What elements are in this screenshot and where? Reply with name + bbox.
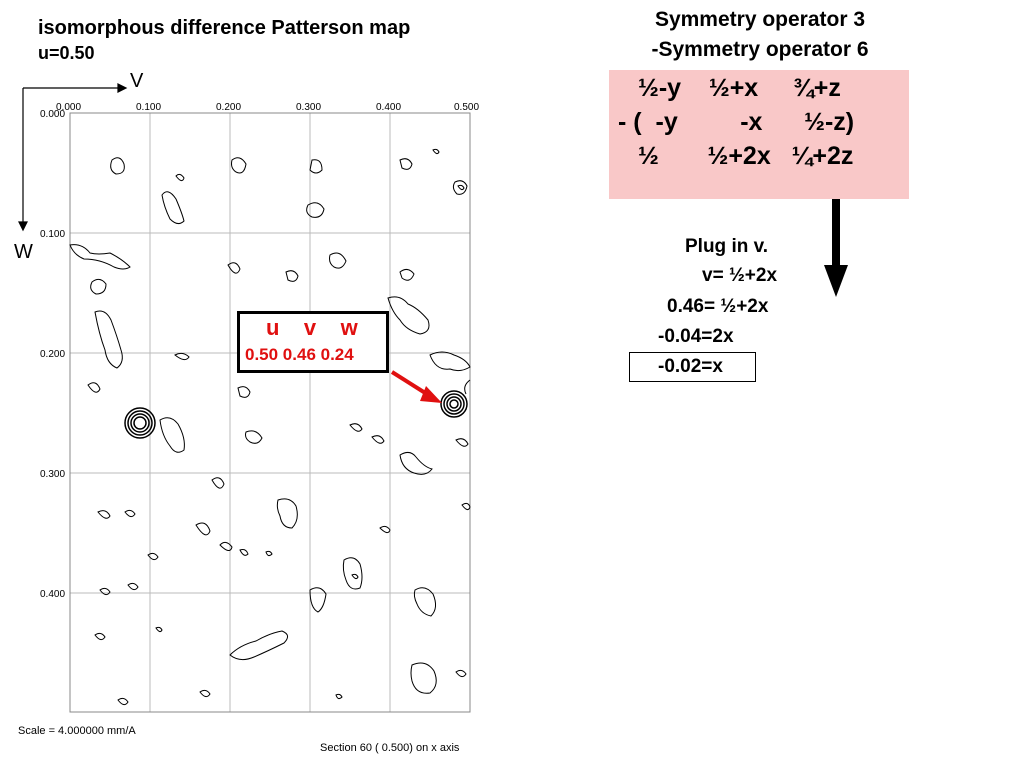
axis-v-label: V: [130, 70, 144, 92]
peak-coordinates-box: [237, 311, 389, 373]
section-label: u=0.50: [38, 43, 95, 63]
solution-line-3: -0.04=2x: [658, 326, 734, 347]
peak-coordinate-headers: u v w: [266, 315, 358, 340]
y-tick-labels: 0.000 0.100 0.200 0.300 0.400: [40, 109, 65, 600]
down-arrow-icon: [824, 181, 848, 297]
solution-answer: -0.02=x: [658, 356, 723, 377]
x-tick: 0.100: [136, 102, 161, 113]
x-tick: 0.400: [376, 102, 401, 113]
operator-row-2: - ( -y -x ½-z): [618, 108, 855, 136]
peak-left: [124, 407, 156, 439]
axis-w-label: W: [14, 241, 33, 263]
map-title: isomorphous difference Patterson map: [38, 17, 411, 39]
y-tick: 0.100: [40, 229, 65, 240]
operator-difference-row: ½ ½+2x ¼+2z: [638, 142, 854, 170]
x-tick: 0.000: [56, 102, 81, 113]
map-frame: [69, 112, 471, 713]
x-tick: 0.200: [216, 102, 241, 113]
symmetry-operator-3-title: Symmetry operator 3: [654, 8, 866, 31]
peak-arrow: [390, 370, 442, 403]
scale-label: Scale = 4.000000 mm/A: [18, 725, 136, 737]
solution-line-2: 0.46= ½+2x: [667, 296, 769, 317]
y-tick: 0.300: [40, 469, 65, 480]
peak-right: [440, 390, 468, 418]
contour-lines: [69, 148, 471, 706]
x-tick: 0.300: [296, 102, 321, 113]
y-tick: 0.000: [40, 109, 65, 120]
y-tick: 0.200: [40, 349, 65, 360]
symmetry-operator-6-title: -Symmetry operator 6: [651, 38, 869, 61]
x-tick: 0.500: [454, 102, 479, 113]
peak-coordinate-values: 0.50 0.46 0.24: [245, 345, 354, 364]
axes-indicator: [18, 83, 128, 232]
x-tick-labels: 0.000 0.100 0.200 0.300 0.400 0.500: [56, 102, 479, 113]
operator-subtraction-box: [609, 70, 909, 199]
operator-row-1: ½-y ½+x ¾+z: [638, 74, 841, 102]
section-info: Section 60 ( 0.500) on x axis: [320, 742, 460, 754]
answer-box: [629, 352, 756, 382]
solution-line-1: v= ½+2x: [702, 265, 778, 286]
y-tick: 0.400: [40, 589, 65, 600]
solution-title: Plug in v.: [685, 236, 769, 257]
